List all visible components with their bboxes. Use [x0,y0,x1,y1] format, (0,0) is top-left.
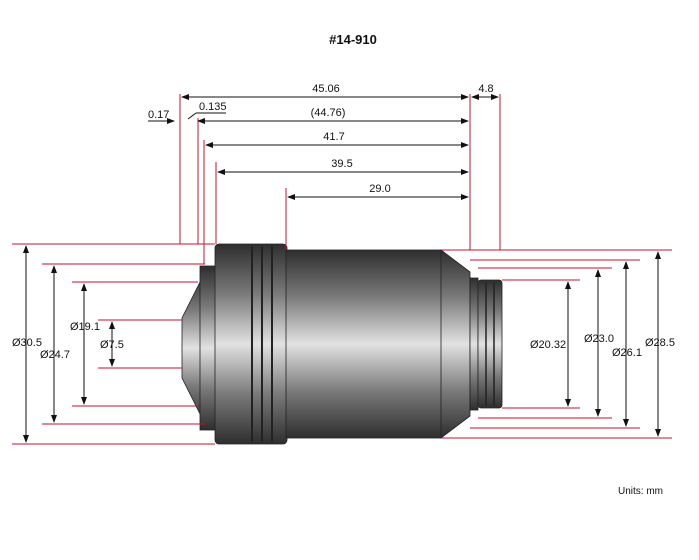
dim-offset-a: 0.17 [148,109,169,121]
extension-lines-top [179,94,501,264]
diameter-dimensions-right: Ø20.32 Ø23.0 Ø26.1 Ø28.5 [530,251,675,437]
length-dimensions: 45.06 4.8 (44.76) 0.17 0.135 41.7 39.5 2… [148,83,499,200]
dim-flange: 4.8 [478,83,493,95]
dim-dia-7-5: Ø7.5 [100,339,124,351]
extension-lines-side [12,243,672,445]
diameter-dimensions-left: Ø30.5 Ø24.7 Ø19.1 Ø7.5 [12,245,124,443]
dim-offset-b: 0.135 [199,101,227,113]
dim-dia-28-5: Ø28.5 [645,337,675,349]
units-label: Units: mm [618,486,663,497]
dim-dia-23-0: Ø23.0 [584,333,614,345]
dim-length-39: 39.5 [331,158,352,170]
mount-thread [477,279,503,409]
dim-inner-length: (44.76) [311,107,346,119]
dim-overall-length: 45.06 [312,83,340,95]
objective-body [181,243,503,445]
thread-neck [469,277,479,411]
dim-dia-30-5: Ø30.5 [12,337,42,349]
rear-taper [440,249,471,439]
barrel [285,249,443,439]
front-ring [199,265,217,431]
dim-dia-19-1: Ø19.1 [70,321,100,333]
drawing-title: #14-910 [329,32,377,47]
dim-dia-24-7: Ø24.7 [40,349,70,361]
dim-dia-20-32: Ø20.32 [530,339,566,351]
dim-length-41: 41.7 [323,131,344,143]
dim-dia-26-1: Ø26.1 [612,347,642,359]
dim-length-29: 29.0 [369,183,390,195]
